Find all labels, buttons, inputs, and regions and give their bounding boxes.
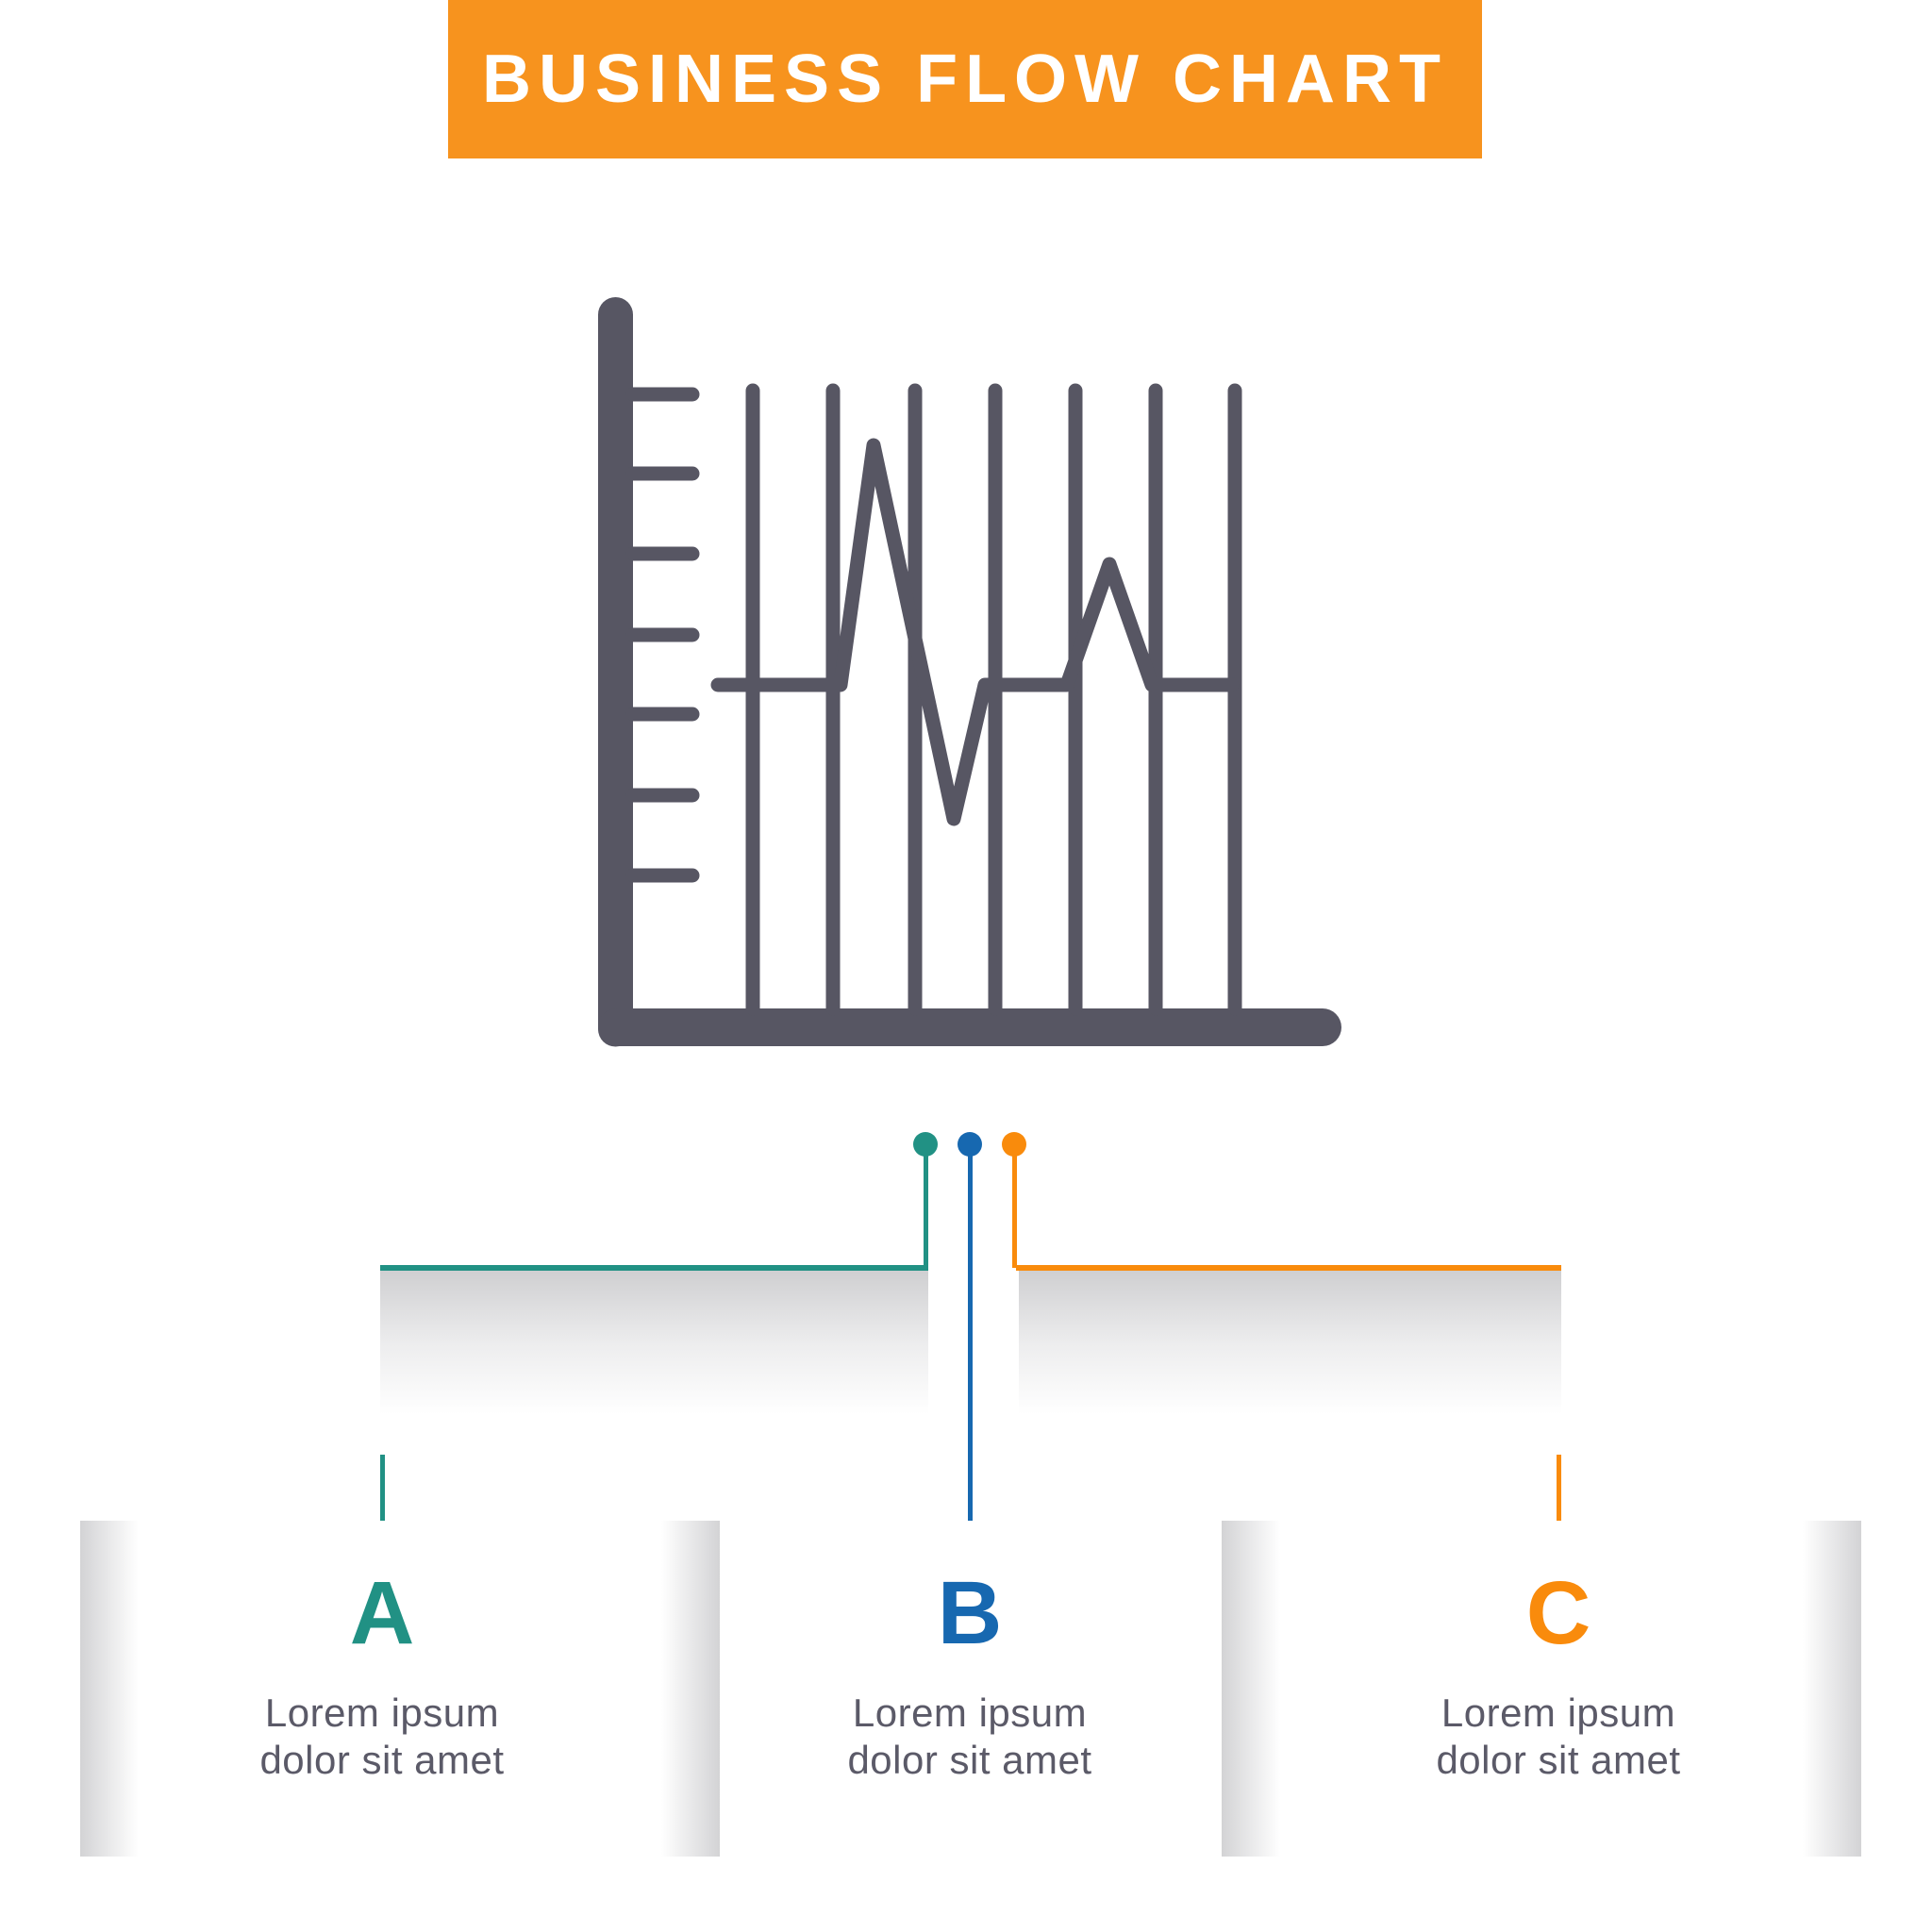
node-a-connector-stem <box>924 1155 928 1268</box>
node-b-description-line2: dolor sit amet <box>847 1738 1092 1782</box>
node-a-description-line2: dolor sit amet <box>259 1738 505 1782</box>
node-b-description-line1: Lorem ipsum <box>852 1690 1088 1735</box>
node-a-dot <box>913 1132 938 1157</box>
title-banner: BUSINESS FLOW CHART <box>448 0 1482 158</box>
node-a-connector-horizontal <box>380 1265 928 1271</box>
node-c-description-line2: dolor sit amet <box>1436 1738 1681 1782</box>
node-b-dot <box>958 1132 982 1157</box>
card-a <box>80 1521 720 1857</box>
node-b-connector-line <box>968 1155 973 1524</box>
right-shadow-ribbon <box>1019 1271 1561 1455</box>
node-c-connector-stem <box>1012 1155 1017 1268</box>
node-a-description: Lorem ipsum dolor sit amet <box>165 1690 599 1784</box>
bar-line-chart-icon <box>598 297 1341 1047</box>
node-a-description-line1: Lorem ipsum <box>264 1690 500 1735</box>
node-c-dot <box>1002 1132 1026 1157</box>
card-c <box>1222 1521 1861 1857</box>
node-b-description: Lorem ipsum dolor sit amet <box>753 1690 1187 1784</box>
node-b-letter: B <box>937 1563 1003 1663</box>
card-b <box>720 1521 1222 1857</box>
node-c-connector-horizontal <box>1016 1265 1561 1271</box>
node-a-letter: A <box>349 1563 415 1663</box>
node-c-letter: C <box>1525 1563 1591 1663</box>
left-shadow-ribbon <box>380 1271 928 1455</box>
node-c-description: Lorem ipsum dolor sit amet <box>1341 1690 1775 1784</box>
page-title: BUSINESS FLOW CHART <box>482 42 1448 117</box>
node-c-description-line1: Lorem ipsum <box>1441 1690 1676 1735</box>
